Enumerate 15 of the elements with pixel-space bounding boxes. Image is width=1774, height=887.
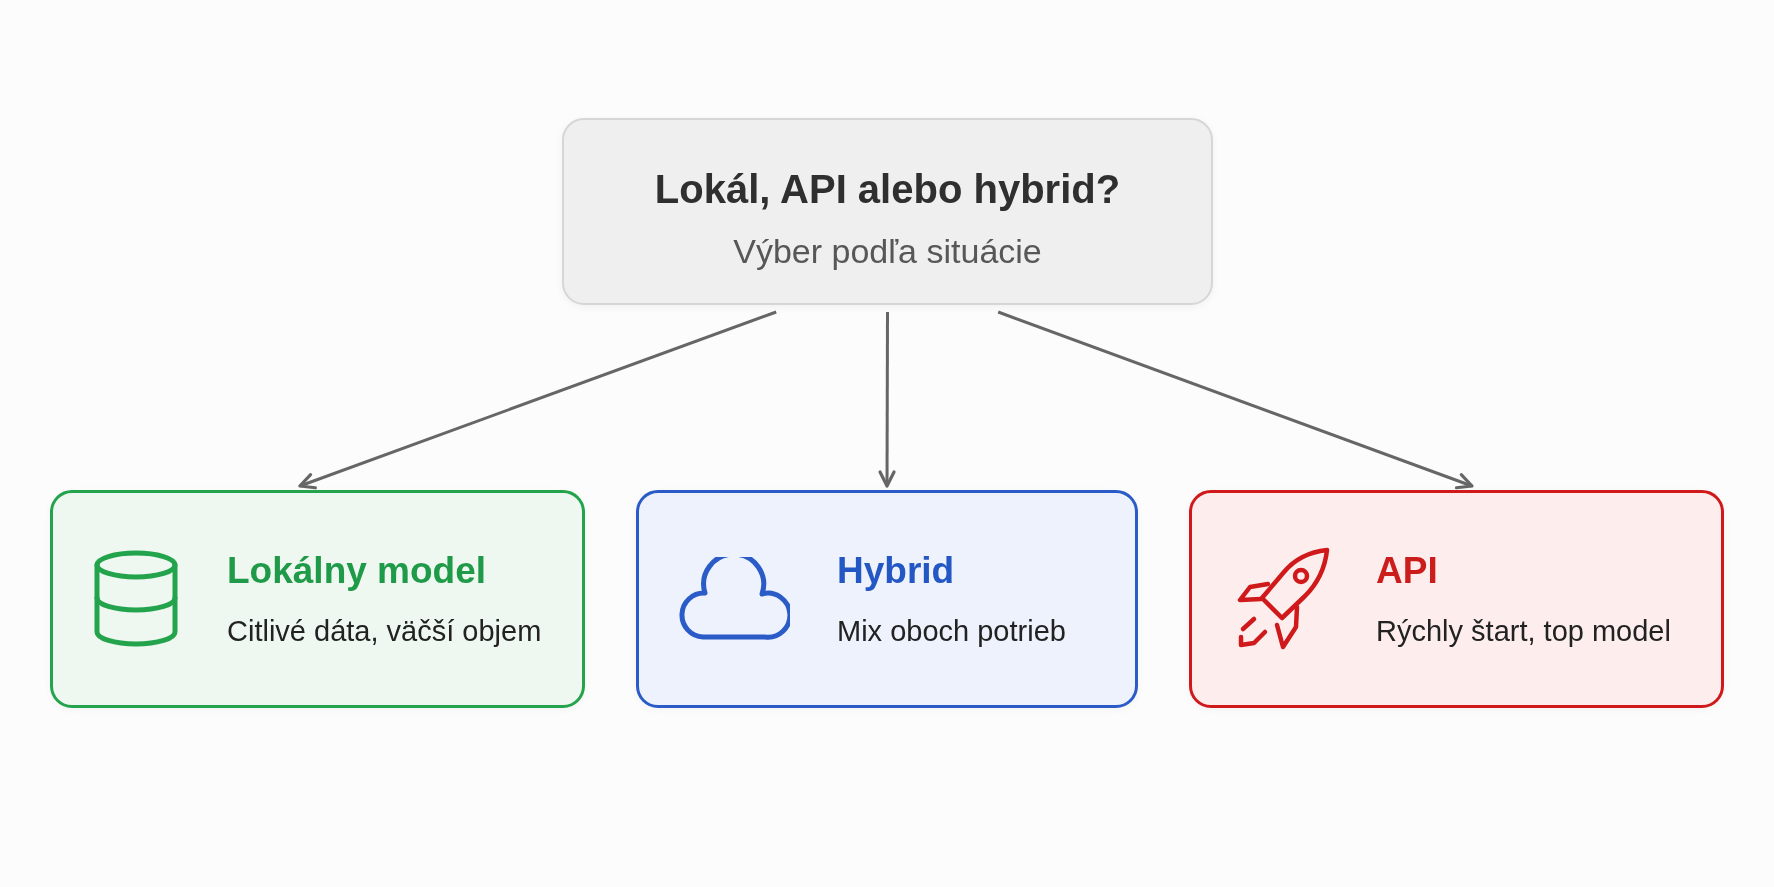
- arrow: [997, 310, 1474, 490]
- option-title: Lokálny model: [227, 548, 488, 593]
- question-title: Lokál, API alebo hybrid?: [654, 166, 1121, 214]
- arrow: [878, 312, 896, 488]
- option-card: [636, 490, 1138, 708]
- option-card: [1189, 490, 1724, 708]
- option-description: Citlivé dáta, väčší objem: [227, 614, 542, 650]
- option-card: [50, 490, 585, 708]
- arrow: [298, 310, 777, 490]
- option-title: API: [1376, 548, 1439, 593]
- option-description: Rýchly štart, top model: [1376, 614, 1671, 650]
- option-title: Hybrid: [837, 548, 956, 593]
- question-subtitle: Výber podľa situácie: [733, 231, 1042, 272]
- question-box: [562, 118, 1213, 305]
- option-description: Mix oboch potrieb: [837, 614, 1066, 650]
